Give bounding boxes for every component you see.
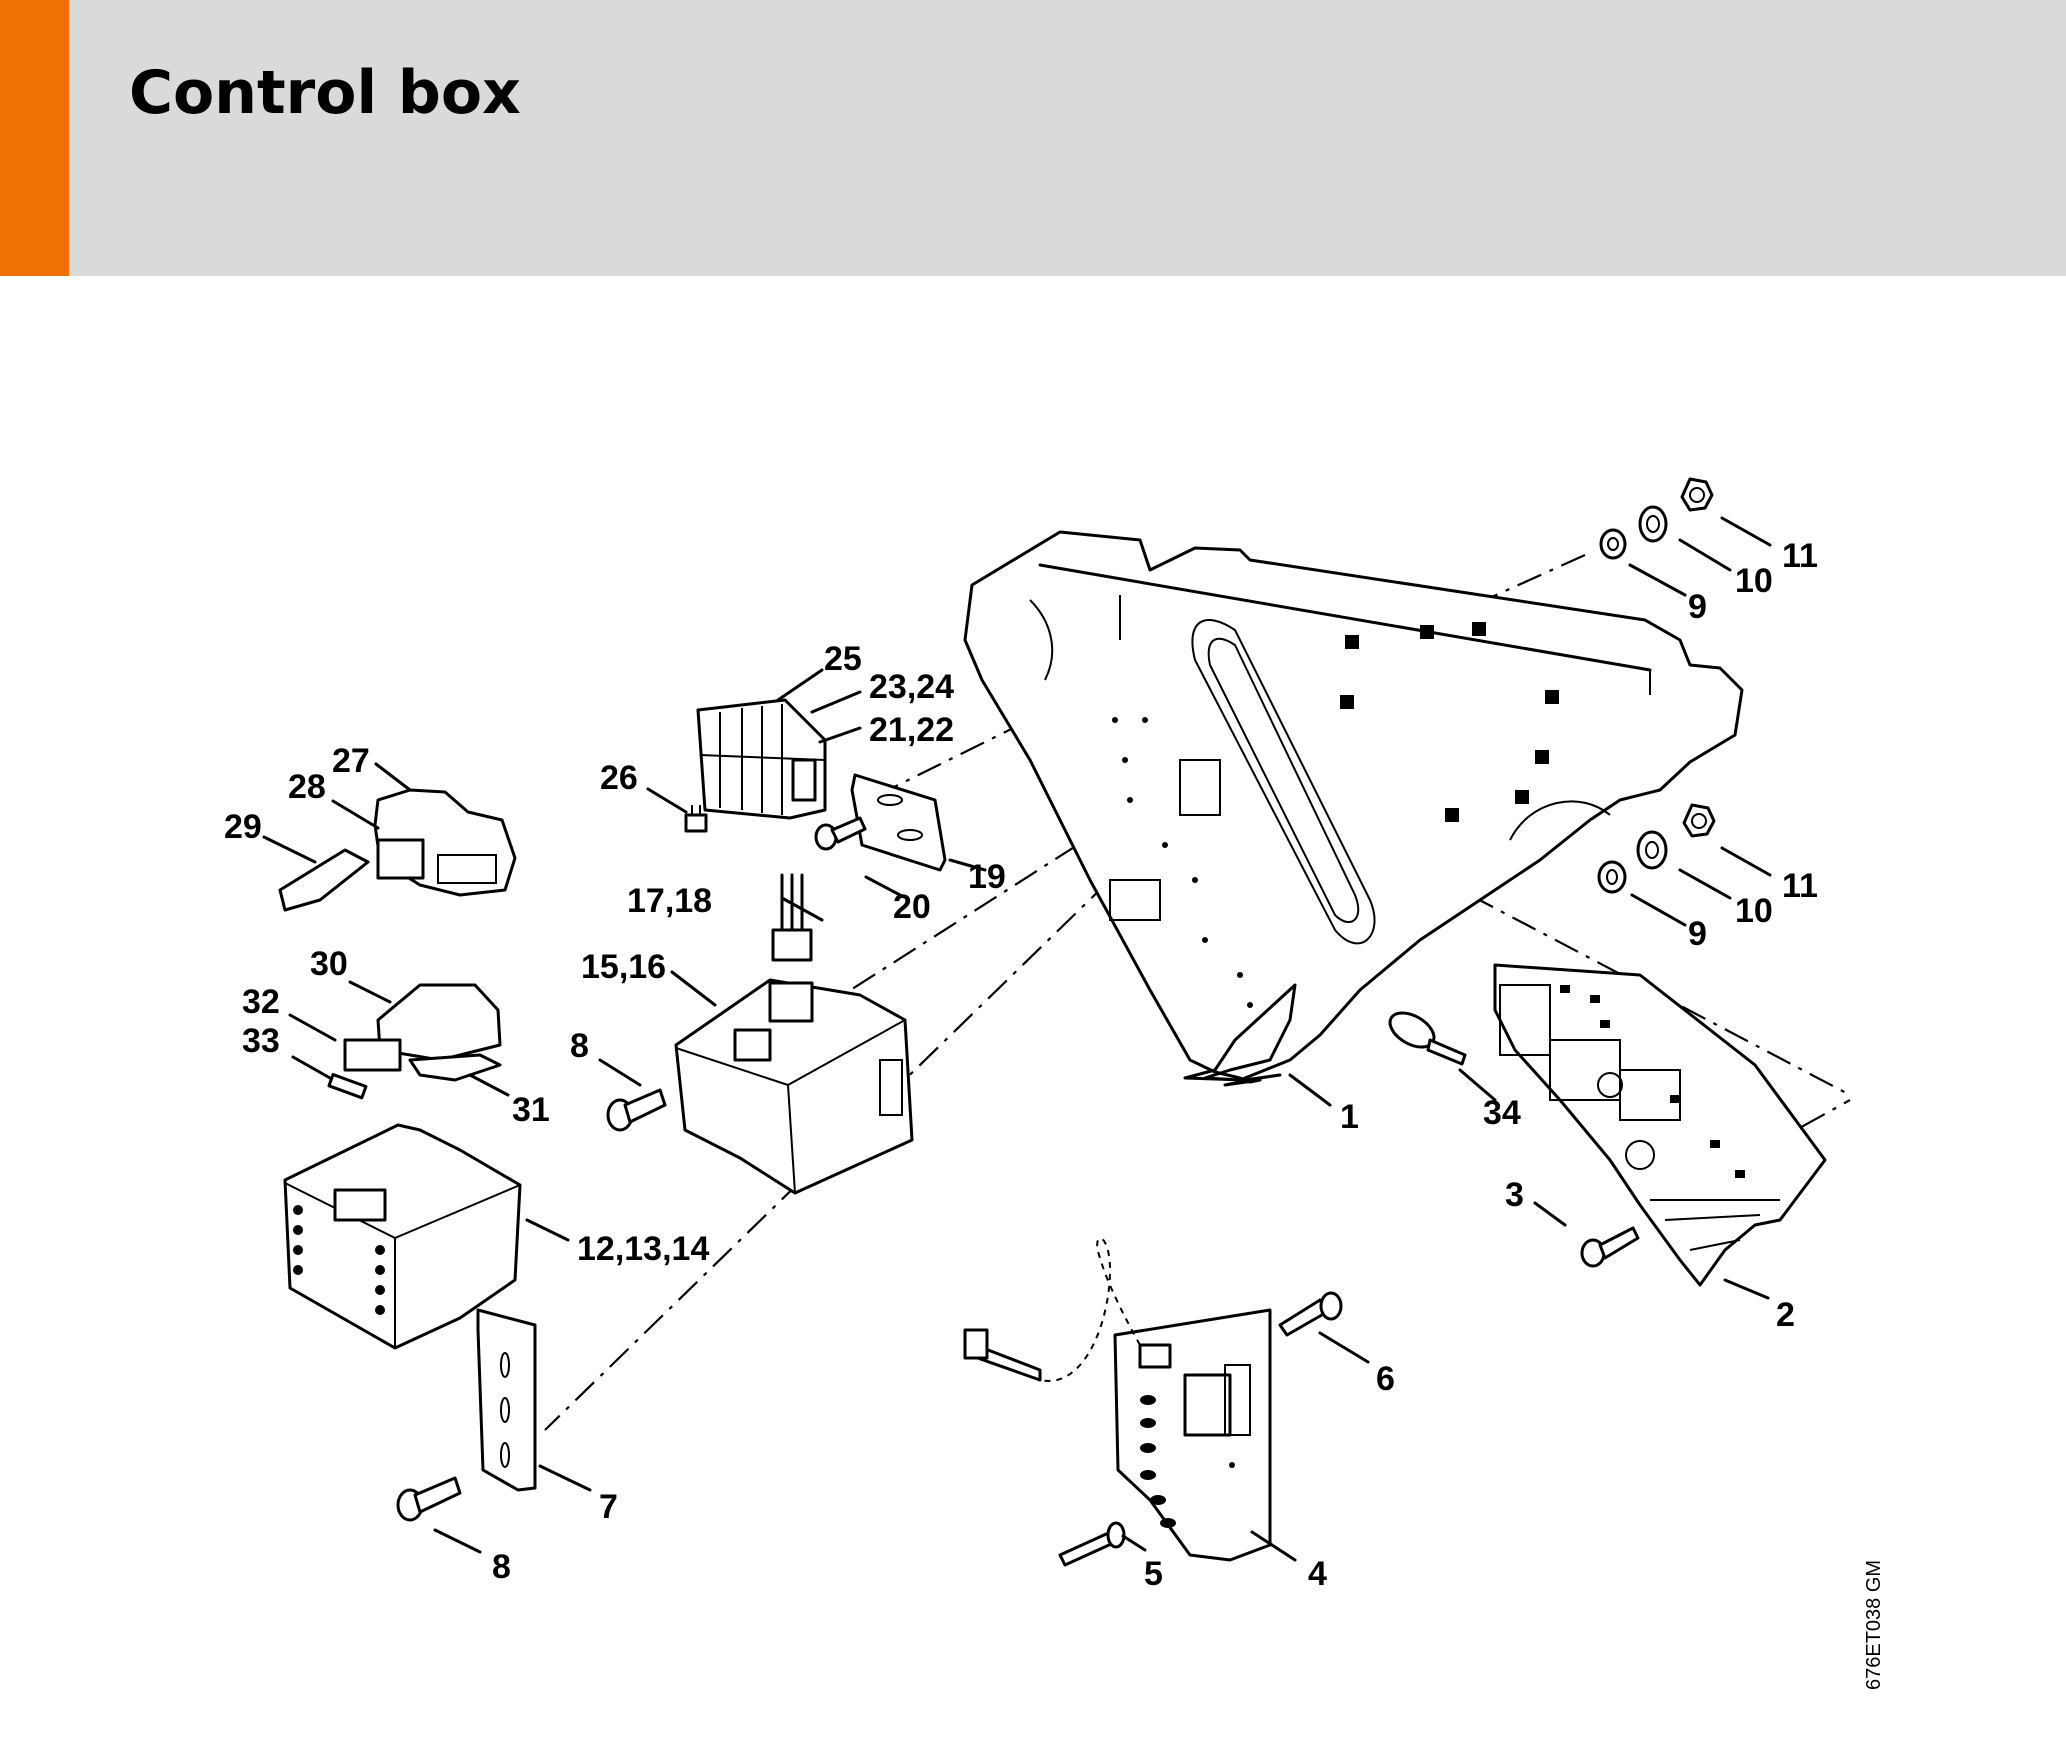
din-rail-7 — [476, 1308, 537, 1492]
control-box-housing — [963, 530, 1744, 1087]
connector-17 — [771, 873, 813, 962]
screw-8-lower — [396, 1476, 462, 1522]
page-title: Control box — [129, 58, 521, 128]
jumper-26 — [684, 805, 708, 833]
callout-27: 27 — [332, 742, 370, 780]
nut-11-right — [1682, 803, 1716, 838]
callout-20: 20 — [893, 888, 931, 926]
callout-29: 29 — [224, 808, 262, 846]
callout-21-22: 21,22 — [869, 711, 954, 749]
lock-washer-10-upper — [1638, 505, 1668, 543]
screw-6 — [1278, 1291, 1343, 1337]
callout-9-upper: 9 — [1688, 588, 1707, 626]
callout-34: 34 — [1483, 1094, 1521, 1132]
callout-9-right: 9 — [1688, 915, 1707, 953]
header-band — [0, 0, 2066, 276]
leader-lines — [262, 516, 1772, 1562]
washer-9-upper — [1599, 528, 1627, 560]
callout-23-24: 23,24 — [869, 668, 954, 706]
callout-11-upper: 11 — [1782, 537, 1818, 575]
transformer-15 — [674, 978, 914, 1195]
circuit-board-4 — [963, 1237, 1272, 1562]
callout-3: 3 — [1505, 1176, 1524, 1214]
cable-tie-34 — [1388, 1011, 1467, 1066]
callout-7: 7 — [599, 1488, 618, 1526]
callout-1: 1 — [1340, 1098, 1359, 1136]
nut-11-upper — [1680, 477, 1714, 512]
screw-3 — [1580, 1226, 1640, 1268]
callout-17-18: 17,18 — [627, 882, 712, 920]
header-accent-bar — [0, 0, 69, 276]
callout-25: 25 — [824, 640, 862, 678]
callout-2: 2 — [1776, 1296, 1795, 1334]
fuse-carrier-29 — [278, 848, 370, 912]
callout-26: 26 — [600, 759, 638, 797]
callout-5: 5 — [1144, 1555, 1163, 1593]
callout-6: 6 — [1376, 1360, 1395, 1398]
circuit-board-2 — [1493, 963, 1827, 1287]
fuse-holder-27 — [373, 788, 517, 897]
washer-9-right — [1597, 860, 1627, 894]
drawing-code: 676ET038 GM — [1863, 1560, 1885, 1690]
callout-28: 28 — [288, 768, 326, 806]
callout-8-lower: 8 — [492, 1548, 511, 1586]
fuse-33 — [327, 1073, 368, 1100]
callout-15-16: 15,16 — [581, 948, 666, 986]
callout-12-13-14: 12,13,14 — [577, 1230, 709, 1268]
contactor-12 — [283, 1123, 522, 1350]
callout-30: 30 — [310, 945, 348, 983]
callout-8-upper: 8 — [570, 1027, 589, 1065]
callout-labels: 11 10 9 11 10 9 1 34 2 3 4 5 6 7 8 8 12,… — [224, 537, 1818, 1593]
screw-20 — [814, 816, 867, 851]
din-rail-19 — [850, 773, 947, 872]
screw-8-upper — [606, 1088, 667, 1132]
callout-4: 4 — [1308, 1555, 1327, 1593]
fuse-holder-30 — [343, 983, 502, 1082]
terminal-block-25 — [696, 698, 827, 820]
callout-11-right: 11 — [1782, 867, 1818, 905]
callout-19: 19 — [968, 858, 1006, 896]
callout-10-right: 10 — [1735, 892, 1773, 930]
callout-10-upper: 10 — [1735, 562, 1773, 600]
lock-washer-10-right — [1636, 830, 1668, 870]
callout-33: 33 — [242, 1022, 280, 1060]
callout-32: 32 — [242, 983, 280, 1021]
callout-31: 31 — [512, 1091, 550, 1129]
pin-5 — [1058, 1521, 1126, 1567]
